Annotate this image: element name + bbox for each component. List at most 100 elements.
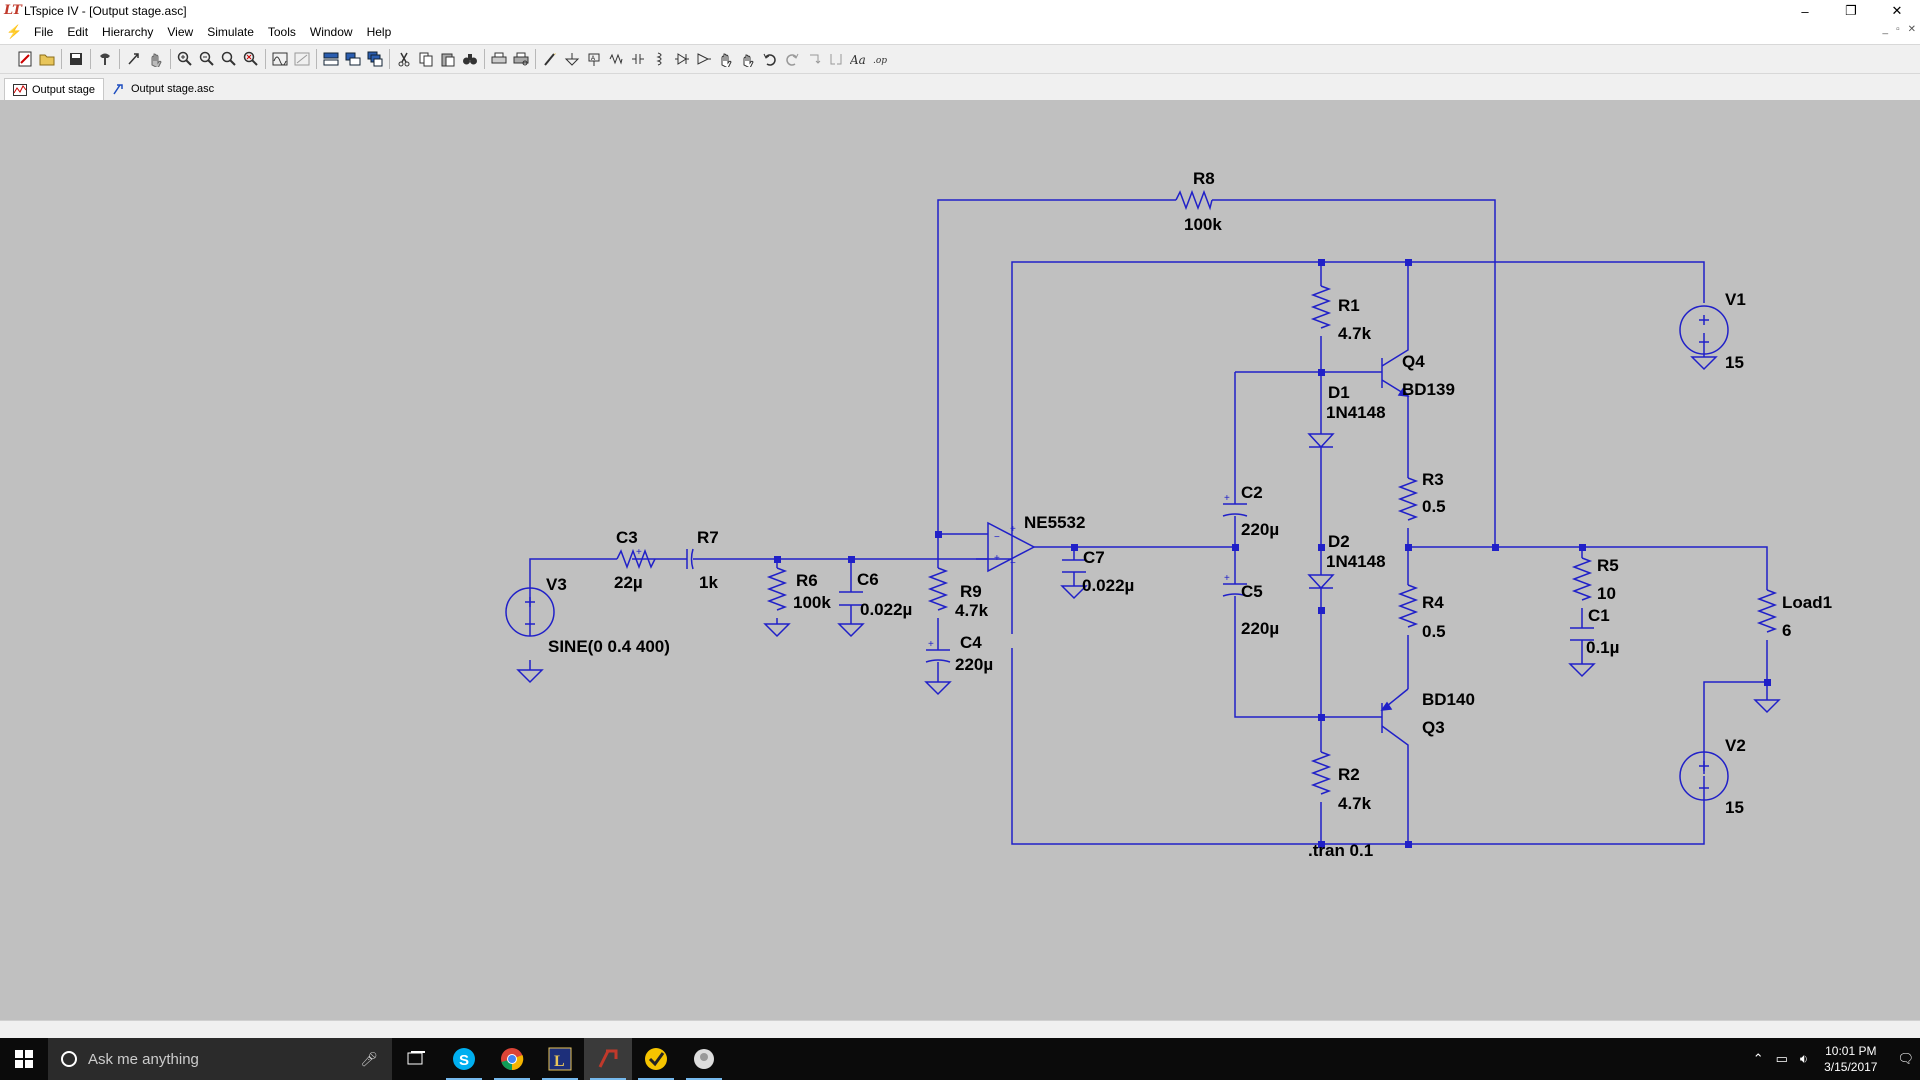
- restore-button[interactable]: ❐: [1845, 3, 1857, 18]
- zoom-cancel-icon[interactable]: [240, 48, 262, 70]
- c2-value: 220µ: [1241, 520, 1279, 539]
- opamp-symbol[interactable]: + − − +: [976, 521, 1036, 573]
- menu-view[interactable]: View: [167, 25, 194, 39]
- menu-hierarchy[interactable]: Hierarchy: [102, 25, 154, 39]
- cascade-icon[interactable]: [364, 48, 386, 70]
- clock[interactable]: 10:01 PM 3/15/2017: [1824, 1043, 1877, 1075]
- ltspice-app-icon[interactable]: LT: [4, 3, 22, 18]
- copy-icon[interactable]: [415, 48, 437, 70]
- title-bar: LT LTspice IV - [Output stage.asc] – ❐ ✕: [0, 0, 1920, 22]
- tab-output-stage[interactable]: Output stage: [4, 78, 104, 100]
- minimize-button[interactable]: –: [1801, 3, 1809, 19]
- diode-icon[interactable]: [671, 48, 693, 70]
- cut-icon[interactable]: [393, 48, 415, 70]
- ltspice-icon[interactable]: [584, 1038, 632, 1080]
- diode-symbols[interactable]: [1307, 433, 1335, 590]
- label-net-icon[interactable]: A: [583, 48, 605, 70]
- r1-value: 4.7k: [1338, 324, 1372, 343]
- open-icon[interactable]: [36, 48, 58, 70]
- voltage-source-symbols[interactable]: [505, 305, 1729, 801]
- status-bar: [0, 1020, 1920, 1038]
- windows-logo-icon: [15, 1050, 33, 1068]
- tab-output-stage-asc[interactable]: Output stage.asc: [104, 78, 222, 100]
- menu-file[interactable]: File: [34, 25, 54, 39]
- q3-value: BD140: [1422, 690, 1475, 709]
- schematic-doc-icon[interactable]: ⚡: [6, 24, 23, 39]
- menu-help[interactable]: Help: [366, 25, 392, 39]
- redo-icon[interactable]: [781, 48, 803, 70]
- tile-horizontal-icon[interactable]: [320, 48, 342, 70]
- drag-icon[interactable]: [737, 48, 759, 70]
- volume-icon[interactable]: 🔉︎: [1799, 1051, 1809, 1066]
- microphone-icon[interactable]: 🎤︎: [360, 1050, 378, 1067]
- menu-tools[interactable]: Tools: [267, 25, 296, 39]
- skype-icon[interactable]: S: [440, 1038, 488, 1080]
- lview-icon[interactable]: L: [536, 1038, 584, 1080]
- tile-vertical-icon[interactable]: [342, 48, 364, 70]
- mirror-icon[interactable]: [825, 48, 847, 70]
- component-icon[interactable]: [693, 48, 715, 70]
- menu-simulate[interactable]: Simulate: [207, 25, 254, 39]
- mdi-restore-button[interactable]: ▫: [1896, 24, 1900, 35]
- clock-time: 10:01 PM: [1825, 1044, 1877, 1058]
- mdi-minimize-button[interactable]: _: [1882, 24, 1889, 35]
- toolbar-separator: [535, 49, 536, 69]
- text-icon[interactable]: Aa: [847, 48, 869, 70]
- print-preview-icon[interactable]: [510, 48, 532, 70]
- waveform-icon[interactable]: [291, 48, 313, 70]
- wire-icon[interactable]: [539, 48, 561, 70]
- capacitor-symbols[interactable]: + + + +: [618, 100, 1594, 663]
- v2-value: 15: [1725, 798, 1744, 817]
- r4-value: 0.5: [1422, 622, 1446, 641]
- ground-icon[interactable]: [561, 48, 583, 70]
- run-icon[interactable]: [123, 48, 145, 70]
- c7-name: C7: [1083, 548, 1105, 567]
- move-icon[interactable]: [715, 48, 737, 70]
- search-box[interactable]: Ask me anything 🎤︎: [48, 1038, 392, 1080]
- notifications-icon[interactable]: 🗨︎: [1897, 1051, 1914, 1066]
- task-view-icon[interactable]: [392, 1038, 440, 1080]
- schematic-tab-icon: [113, 84, 123, 95]
- r5-name: R5: [1597, 556, 1619, 575]
- resistor-icon[interactable]: [605, 48, 627, 70]
- schematic-canvas[interactable]: + − − + + + + +: [0, 100, 1920, 1020]
- zoom-out-icon[interactable]: [196, 48, 218, 70]
- start-button[interactable]: [0, 1038, 48, 1080]
- r2-value: 4.7k: [1338, 794, 1372, 813]
- transistor-symbols[interactable]: [1380, 387, 1410, 711]
- app-white-icon[interactable]: [680, 1038, 728, 1080]
- menu-window[interactable]: Window: [309, 25, 353, 39]
- inductor-icon[interactable]: [649, 48, 671, 70]
- paste-icon[interactable]: [437, 48, 459, 70]
- print-icon[interactable]: [488, 48, 510, 70]
- mdi-close-button[interactable]: ✕: [1907, 24, 1916, 35]
- spice-directive[interactable]: .tran 0.1: [1308, 841, 1373, 860]
- resistor-symbols[interactable]: [616, 189, 1778, 795]
- menu-edit[interactable]: Edit: [67, 25, 89, 39]
- zoom-fit-icon[interactable]: [218, 48, 240, 70]
- toolbar-separator: [265, 49, 266, 69]
- new-schematic-icon[interactable]: [14, 48, 36, 70]
- undo-icon[interactable]: [759, 48, 781, 70]
- svg-text:+: +: [1224, 573, 1230, 584]
- capacitor-icon[interactable]: [627, 48, 649, 70]
- halt-icon[interactable]: [145, 48, 167, 70]
- cortana-icon: [61, 1051, 77, 1067]
- norton-icon[interactable]: [632, 1038, 680, 1080]
- schematic-drawing[interactable]: + − − + + + + +: [0, 100, 1920, 1020]
- zoom-in-icon[interactable]: [174, 48, 196, 70]
- find-icon[interactable]: [459, 48, 481, 70]
- spice-directive-icon[interactable]: .op: [869, 48, 891, 70]
- c6-value: 0.022µ: [860, 600, 912, 619]
- r7-value: 1k: [699, 573, 718, 592]
- autorange-icon[interactable]: [269, 48, 291, 70]
- network-icon[interactable]: ▭: [1775, 1051, 1788, 1066]
- r3-name: R3: [1422, 470, 1444, 489]
- save-icon[interactable]: [65, 48, 87, 70]
- chevron-up-icon[interactable]: ⌃: [1752, 1051, 1764, 1066]
- control-panel-icon[interactable]: [94, 48, 116, 70]
- close-button[interactable]: ✕: [1891, 3, 1903, 18]
- chrome-icon[interactable]: [488, 1038, 536, 1080]
- rotate-icon[interactable]: [803, 48, 825, 70]
- r6-name: R6: [796, 571, 818, 590]
